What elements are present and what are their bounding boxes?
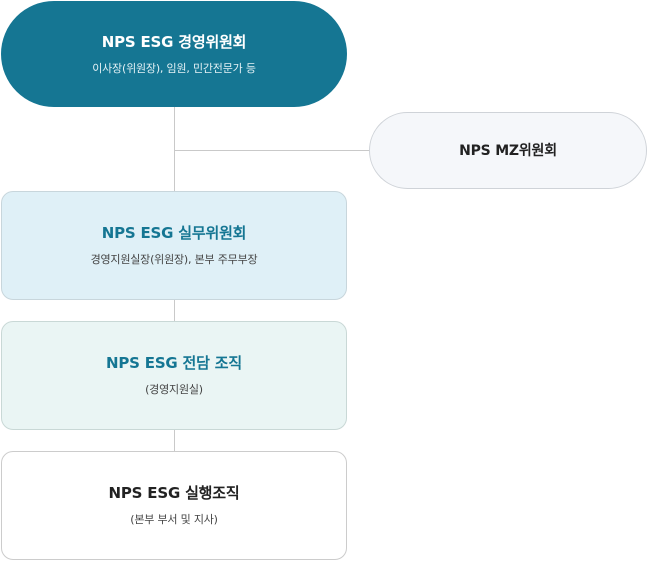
connector-dedicated-to-execution [174,430,175,451]
executive-committee-members: 이사장(위원장), 임원, 민간전문가 등 [92,61,256,75]
execution-org-title: NPS ESG 실행조직 [108,484,240,502]
execution-org-units: (본부 부서 및 지사) [130,513,218,526]
execution-org-node: NPS ESG 실행조직 (본부 부서 및 지사) [1,451,347,560]
mz-committee-title: NPS MZ위원회 [459,142,557,159]
mz-committee-node: NPS MZ위원회 [369,112,647,189]
connector-to-mz [174,150,369,151]
executive-committee-node: NPS ESG 경영위원회 이사장(위원장), 임원, 민간전문가 등 [1,1,347,107]
connector-exec-to-working [174,107,175,191]
executive-committee-title: NPS ESG 경영위원회 [101,32,247,51]
working-committee-members: 경영지원실장(위원장), 본부 주무부장 [90,253,258,266]
dedicated-org-node: NPS ESG 전담 조직 (경영지원실) [1,321,347,430]
working-committee-node: NPS ESG 실무위원회 경영지원실장(위원장), 본부 주무부장 [1,191,347,300]
dedicated-org-unit: (경영지원실) [145,383,203,396]
dedicated-org-title: NPS ESG 전담 조직 [106,354,242,372]
connector-working-to-dedicated [174,300,175,321]
working-committee-title: NPS ESG 실무위원회 [101,224,247,242]
